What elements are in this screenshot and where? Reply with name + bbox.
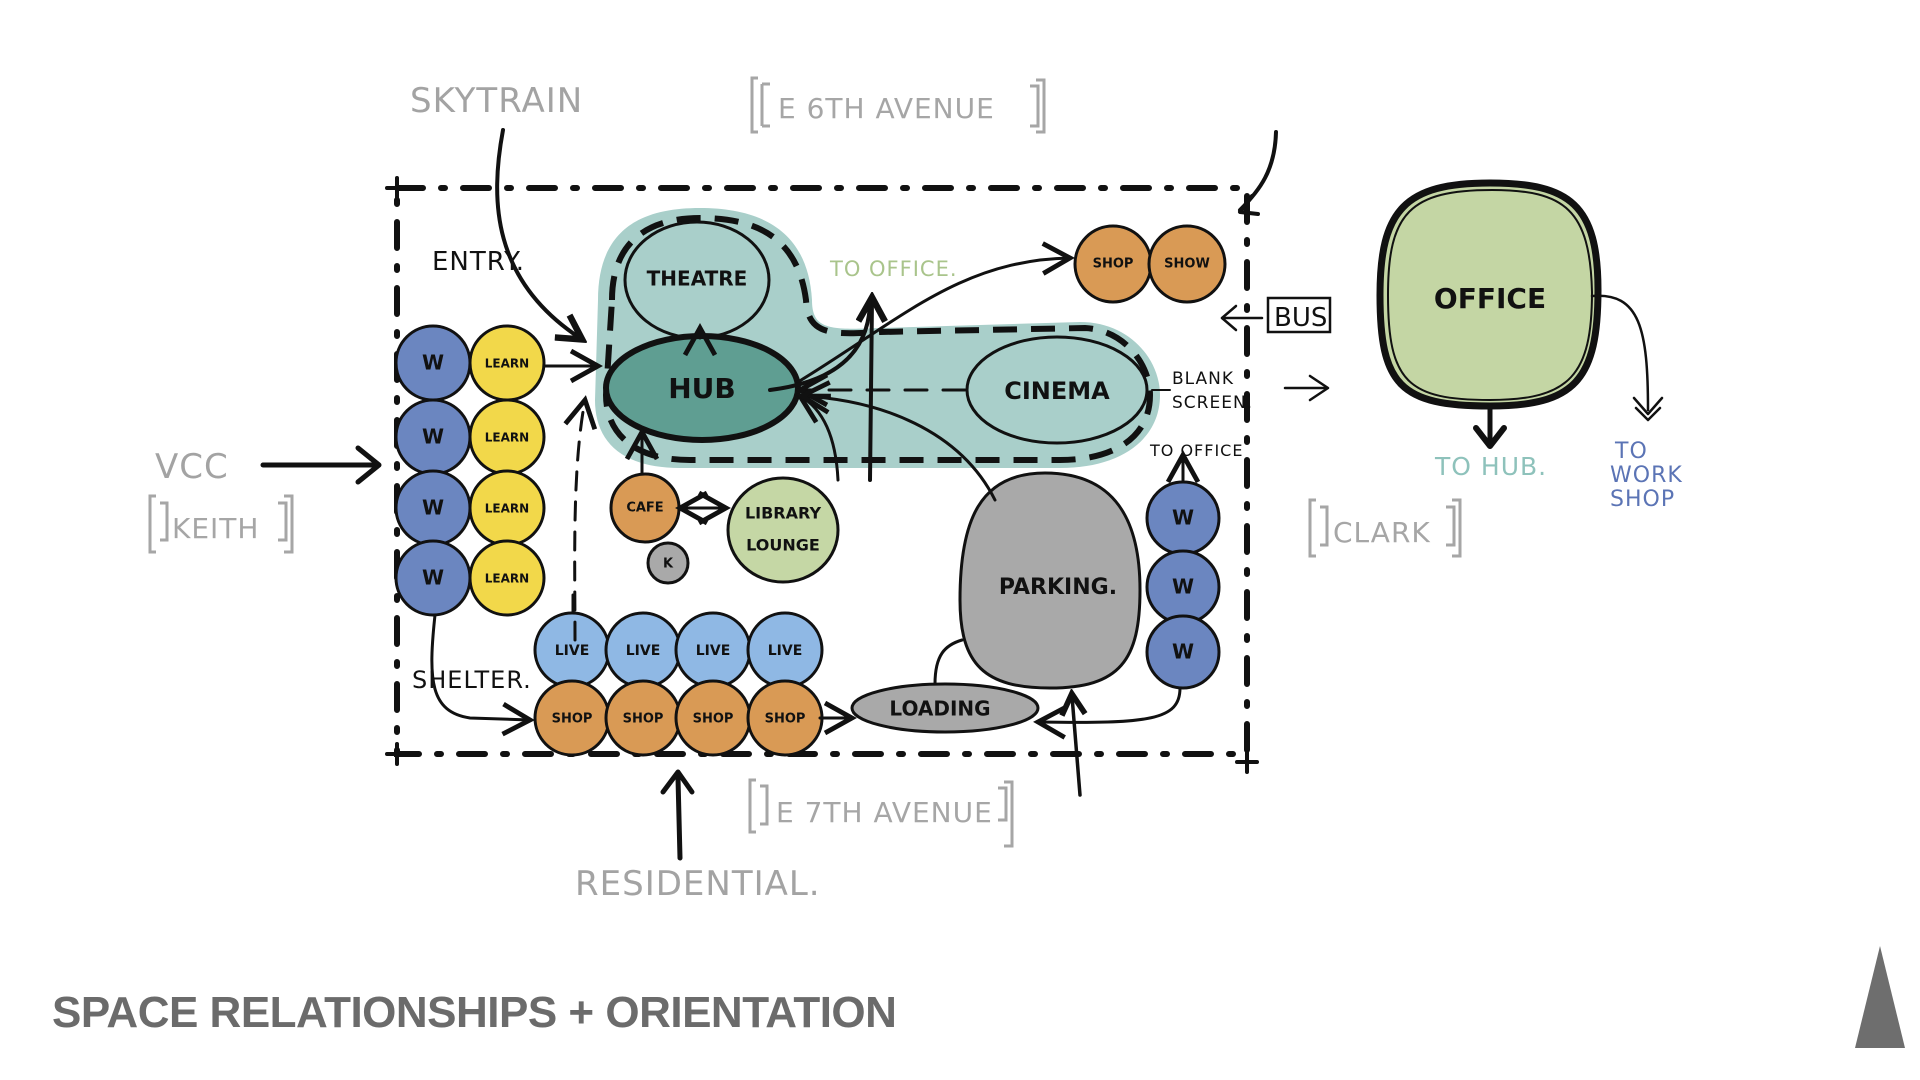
shop-bottom-4-label: SHOP [765,712,806,727]
office-outline-sketch [1386,188,1594,402]
shop-bottom-1[interactable]: SHOP [533,679,611,757]
kitchen-space[interactable] [646,541,690,585]
library-label: LIBRARY [745,504,821,523]
live-row: LIVE LIVE LIVE LIVE [533,611,824,689]
workshop-left-column: W W W W [394,324,472,617]
cinema-label: CINEMA [1004,377,1110,405]
blank-label: BLANK [1172,369,1234,389]
shop-bottom-3-label: SHOP [693,712,734,727]
workshop-left-4[interactable]: W [394,539,472,617]
svg-text:E 7TH AVENUE: E 7TH AVENUE [776,796,993,829]
to-hub-label: TO HUB. [1434,452,1547,481]
theatre-label: THEATRE [647,267,748,291]
workshop-right-3-shape [1145,614,1221,690]
live-4[interactable]: LIVE [746,611,824,689]
live-2-label: LIVE [626,643,661,659]
shop-bottom-4[interactable]: SHOP [746,679,824,757]
shop-top-label: SHOP [1093,257,1134,272]
workshop-right-2-label: W [1172,575,1194,599]
workshop-left-1-label: W [422,351,444,375]
learn-2[interactable]: LEARN [468,398,546,476]
svg-text:E 6TH AVENUE: E 6TH AVENUE [778,92,995,125]
loading-label: LOADING [889,697,990,721]
show-space[interactable] [1147,224,1227,304]
live-1-label: LIVE [555,643,590,659]
hub-label: HUB [668,372,736,405]
lounge-label: LOUNGE [746,536,820,555]
workshop-left-1[interactable]: W [394,324,472,402]
boundary-corner-marks [385,176,1259,774]
workshop-right-3[interactable]: W [1145,614,1221,690]
residential-label: RESIDENTIAL. [575,864,821,904]
e7th-avenue-label: E 7TH AVENUE [748,778,1014,848]
learn-1-label: LEARN [485,357,529,371]
learn-2-label: LEARN [485,431,529,445]
shop-bottom-1-label: SHOP [552,712,593,727]
learn-4-shape [468,539,546,617]
bus-label: BUS [1220,296,1332,334]
to-workshop-label-1: TO [1614,439,1648,464]
svg-text:KEITH: KEITH [172,512,259,545]
live-1[interactable]: LIVE [533,611,611,689]
clark-label: CLARK [1308,498,1462,558]
learn-column: LEARN LEARN LEARN LEARN [468,324,546,617]
skytrain-label: SKYTRAIN [410,81,583,121]
workshop-left-2[interactable]: W [394,398,472,476]
cafe-label: CAFE [626,501,663,516]
shelter-label: SHELTER. [412,666,532,694]
to-office-top-label: TO OFFICE. [829,257,958,281]
show-label: SHOW [1164,257,1210,272]
to-workshop-label-2: WORK [1610,463,1683,488]
vcc-label: VCC [155,447,229,487]
workshop-right-1-label: W [1172,506,1194,530]
live-2[interactable]: LIVE [604,611,682,689]
workshop-left-2-label: W [422,425,444,449]
learn-1[interactable]: LEARN [468,324,546,402]
workshop-right-2[interactable]: W [1145,549,1221,625]
vcc-arrow [260,445,382,485]
learn-3[interactable]: LEARN [468,469,546,547]
learn-3-label: LEARN [485,502,529,516]
cinema-space[interactable] [965,335,1149,445]
parking-space[interactable] [958,471,1142,690]
shop-bottom-2-label: SHOP [623,712,664,727]
live-4-label: LIVE [768,643,803,659]
workshop-left-4-label: W [422,566,444,590]
page-title: SPACE RELATIONSHIPS + ORIENTATION [52,988,897,1037]
to-workshop-label-3: SHOP [1610,487,1675,512]
shop-row: SHOP SHOP SHOP SHOP [533,679,824,757]
workshop-right-3-label: W [1172,640,1194,664]
parking-label: PARKING. [999,575,1117,600]
shop-bottom-3[interactable]: SHOP [674,679,752,757]
public-zone-outline [602,214,1154,463]
circulation-paths [430,128,1278,797]
live-3-label: LIVE [696,643,731,659]
shop-bottom-2[interactable]: SHOP [604,679,682,757]
blank-screen-arrow [1151,374,1330,402]
site-boundary [394,185,1250,757]
workshop-left-3-label: W [422,496,444,520]
keith-label: KEITH [148,494,294,554]
office-label: OFFICE [1434,282,1546,315]
library-lounge-space[interactable] [726,476,840,584]
learn-4-label: LEARN [485,572,529,586]
live-3[interactable]: LIVE [674,611,752,689]
workshop-right-1[interactable]: W [1145,480,1221,556]
workshop-right-column: W W W [1145,480,1221,690]
workshop-left-3[interactable]: W [394,469,472,547]
learn-4[interactable]: LEARN [468,539,546,617]
north-arrow-icon [1855,946,1905,1048]
svg-text:CLARK: CLARK [1333,516,1431,549]
office-circulation [1473,294,1664,449]
residential-arrow [660,769,695,861]
kitchen-label: K [663,557,674,572]
e6th-avenue-label: E 6TH AVENUE [750,76,1046,134]
to-office-right-label: TO OFFICE [1149,441,1243,460]
svg-text:BUS: BUS [1274,303,1327,333]
screen-label: SCREEN. [1172,393,1253,413]
